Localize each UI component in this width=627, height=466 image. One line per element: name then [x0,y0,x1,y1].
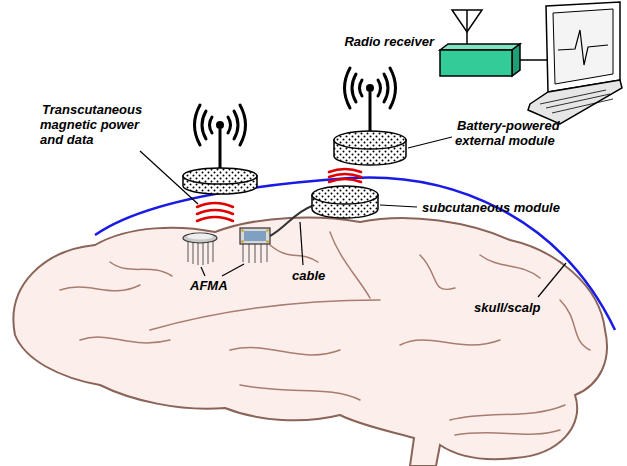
label-text: AFMA [188,278,230,293]
part-label: skull/scalp [472,300,562,315]
subcutaneous-module-disk [312,186,378,218]
label-text: skull/scalp [472,300,542,315]
external-module-right [334,68,406,165]
label-text: Battery-powered external module [455,118,560,148]
radio-receiver-box [440,10,520,76]
laptop-icon [528,2,622,124]
skull-scalp-line [95,177,615,330]
part-label: subcutaneous module [420,200,590,215]
part-label: Battery-powered external module [455,118,605,148]
label-text: cable [290,268,327,283]
part-label: AFMA [188,278,248,293]
receiver-cable [520,59,547,61]
label-text: Transcutaneous magnetic power and data [40,102,142,147]
label-text: Radio receiver [342,34,436,49]
implant-cable [270,206,312,236]
part-label: Radio receiver [300,34,436,49]
leader-lines [140,137,566,297]
afma-electrode-chip [240,228,270,263]
label-text: subcutaneous module [420,200,562,215]
brain-gyri [60,232,590,435]
external-module-left [183,105,257,194]
brain-outline [13,218,607,466]
part-label: cable [290,268,340,283]
afma-electrode-round [183,233,217,265]
part-label: Transcutaneous magnetic power and data [40,102,165,147]
